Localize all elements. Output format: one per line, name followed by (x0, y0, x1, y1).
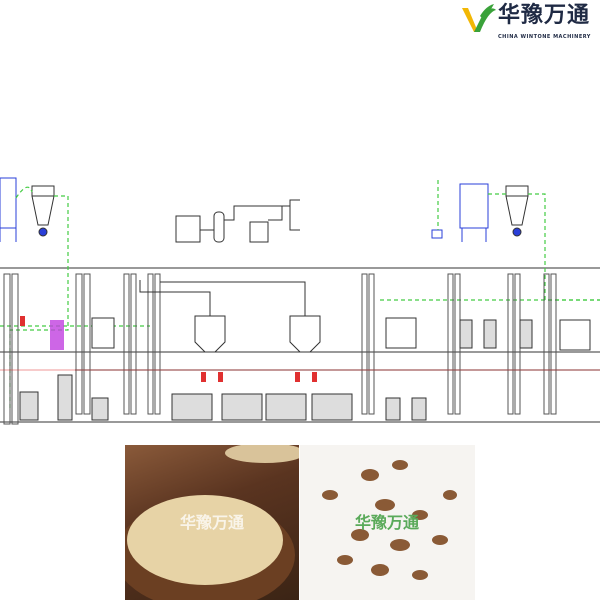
logo-name-en: CHINA WINTONE MACHINERY (498, 34, 591, 40)
feed-lines (139, 280, 306, 316)
watermark: 华豫万通 (180, 513, 245, 532)
company-logo: 华豫万通 CHINA WINTONE MACHINERY (458, 2, 600, 48)
dust-collector-right (431, 183, 489, 242)
cyclone-left (31, 185, 55, 237)
storage-bins (91, 315, 591, 353)
air-compressor-group (175, 199, 300, 243)
leaf-logo-icon (462, 4, 496, 32)
watermark: 华豫万通 (355, 513, 420, 532)
dust-collector-left (0, 177, 17, 242)
pine-nut-shells-photo: 华豫万通 (300, 445, 475, 600)
process-flow-diagram (0, 177, 600, 425)
logo-text-block: 华豫万通 CHINA WINTONE MACHINERY (498, 2, 591, 41)
valves (20, 316, 317, 382)
shelling-machines (19, 319, 533, 421)
cyclone-right (505, 185, 529, 237)
logo-name-cn: 华豫万通 (498, 3, 591, 28)
pine-nut-kernels-photo: 华豫万通 (125, 445, 299, 600)
color-sorter (50, 320, 64, 350)
